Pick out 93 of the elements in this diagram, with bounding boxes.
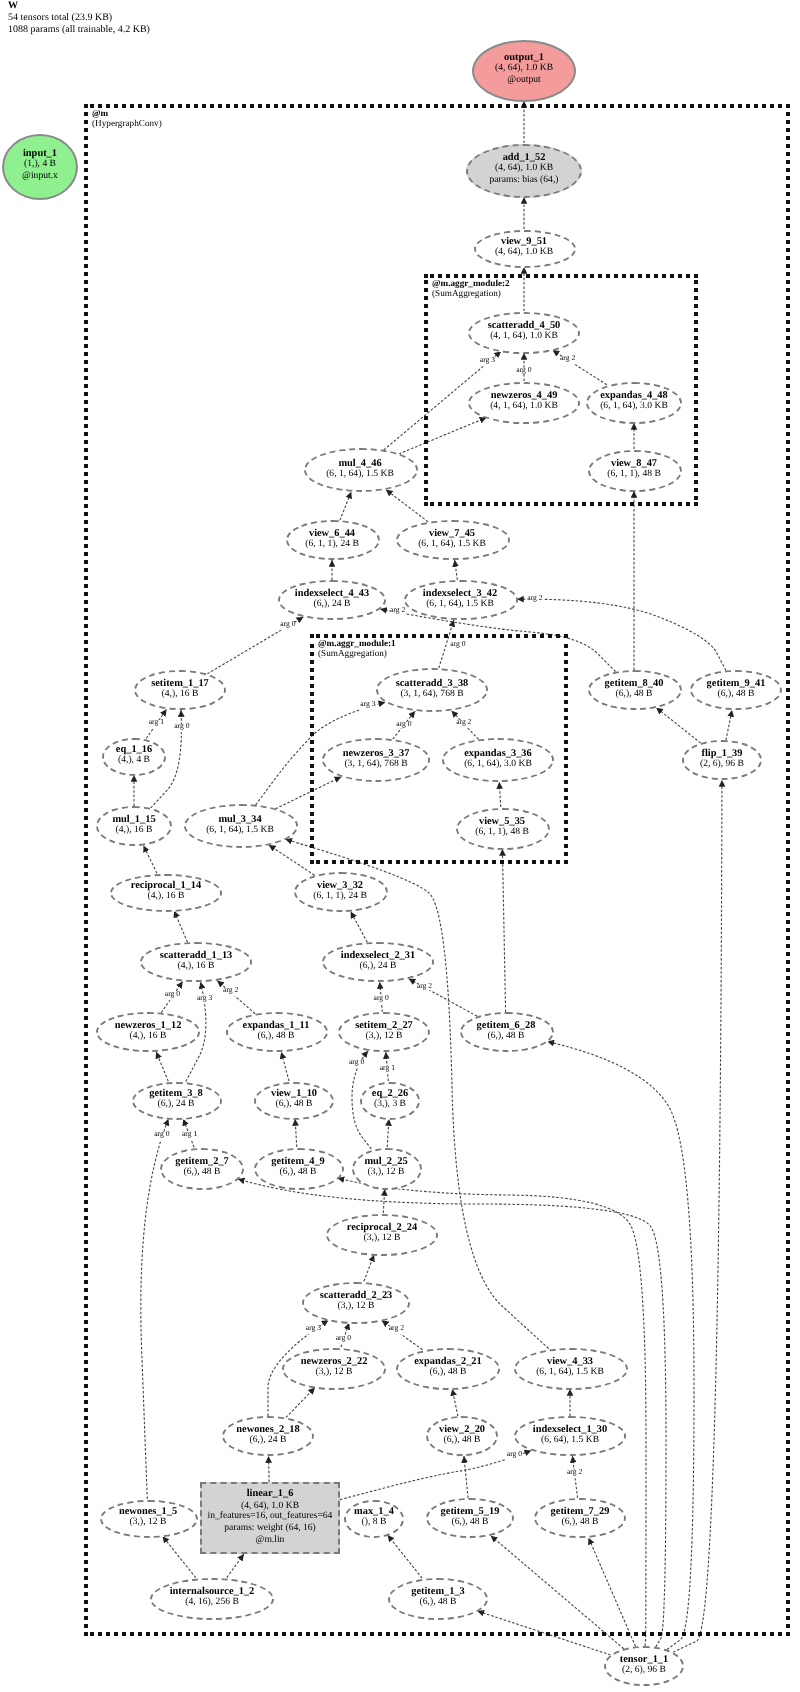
arrow (140, 1118, 170, 1500)
arrow (351, 1050, 372, 1150)
op-ellipse (360, 1081, 420, 1119)
arrow (279, 1051, 290, 1082)
arrow (255, 700, 386, 806)
arrow (285, 1387, 316, 1419)
arrow (490, 1535, 625, 1650)
arrow (339, 491, 352, 521)
arrow (476, 1609, 612, 1656)
op-ellipse (344, 1499, 404, 1537)
arrow (292, 1118, 299, 1148)
op-ellipse (253, 1147, 343, 1189)
op-ellipse (278, 580, 386, 620)
layer-box (200, 1482, 340, 1554)
op-ellipse (183, 804, 297, 848)
arrow (226, 1553, 245, 1579)
input-ellipse (2, 133, 78, 199)
arrow (382, 1051, 390, 1082)
arrow (182, 1118, 195, 1148)
arrow (340, 1322, 351, 1348)
arrow (520, 100, 528, 144)
arrow (267, 1319, 330, 1417)
arrow (216, 979, 256, 1015)
arrow (461, 1455, 469, 1499)
op-ellipse (604, 1646, 684, 1686)
arrow (383, 350, 502, 451)
arrow (569, 1455, 579, 1499)
arrow (380, 1188, 388, 1214)
op-ellipse (351, 1147, 421, 1189)
arrow (672, 779, 726, 1653)
arrow (408, 978, 478, 1017)
arrow (265, 1455, 273, 1483)
arrow (142, 844, 158, 874)
arrow (499, 848, 507, 1013)
arrow (387, 1534, 423, 1579)
op-ellipse (459, 1012, 553, 1052)
arrow (630, 490, 638, 671)
arrow (268, 844, 316, 876)
op-ellipse (102, 737, 166, 775)
arrow (336, 1176, 647, 1647)
arrow (496, 781, 504, 808)
arrow (452, 559, 459, 581)
op-ellipse (682, 740, 762, 780)
arrow (655, 707, 702, 744)
arrow (587, 1537, 637, 1647)
arrow (155, 1051, 169, 1082)
arrow (274, 776, 342, 810)
op-ellipse (96, 1012, 200, 1052)
arrow (328, 559, 336, 581)
arrow (339, 1449, 532, 1501)
arrow (546, 1039, 695, 1651)
arrow (450, 1388, 459, 1417)
arrow (398, 417, 487, 455)
op-ellipse (388, 1577, 488, 1619)
arrow (385, 489, 429, 523)
arrow (185, 981, 207, 1082)
arrow (379, 607, 617, 673)
arrow (161, 1535, 197, 1579)
arrow (160, 980, 184, 1014)
arrow (381, 1319, 424, 1351)
op-ellipse (282, 1347, 386, 1389)
op-ellipse (690, 670, 782, 710)
arrow (516, 595, 727, 672)
arrow (520, 352, 528, 382)
arrow (284, 838, 550, 1350)
output-ellipse (472, 39, 576, 101)
arrow (385, 1118, 392, 1148)
arrow (392, 710, 416, 740)
arrow (350, 910, 368, 943)
arrow (520, 266, 528, 312)
arrow (520, 196, 528, 230)
arrow (630, 422, 638, 450)
arrow (206, 616, 304, 675)
op-ellipse (293, 872, 387, 912)
arrow (145, 708, 168, 739)
arrow (566, 1388, 574, 1417)
arrow (130, 774, 138, 807)
op-ellipse (160, 1147, 244, 1189)
arrow (551, 349, 608, 386)
arrow (237, 1177, 667, 1648)
op-ellipse (99, 1499, 197, 1537)
op-ellipse (468, 381, 580, 423)
arrow (438, 619, 456, 669)
op-ellipse (376, 668, 488, 712)
arrow (150, 709, 185, 809)
arrow (725, 709, 734, 741)
arrow (363, 1254, 375, 1282)
arrow (376, 981, 384, 1013)
module-frame (424, 274, 698, 506)
arrow (173, 910, 189, 943)
module-frame (84, 104, 790, 1636)
module-frame (310, 634, 568, 864)
arrow (450, 710, 480, 740)
